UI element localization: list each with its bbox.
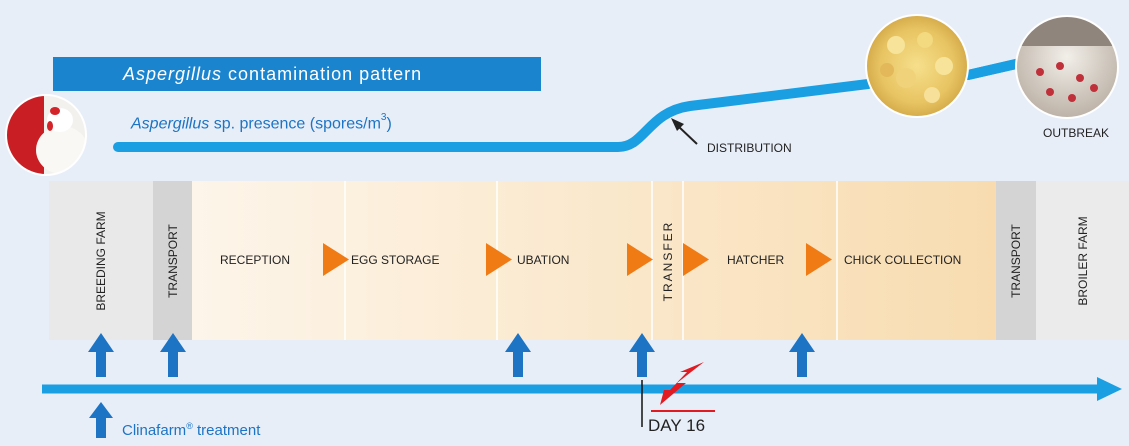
stage-label: BROILER FARM	[1075, 215, 1090, 306]
presence-superscript: 3	[380, 112, 387, 123]
process-arrow	[806, 243, 832, 276]
stage-label: TRANSPORT	[165, 223, 180, 298]
outbreak-label: OUTBREAK	[1043, 126, 1110, 140]
distribution-pointer-head	[671, 118, 684, 131]
distribution-label: DISTRIBUTION	[707, 141, 792, 155]
presence-close: )	[386, 115, 392, 133]
stage-label: TRANSFER	[661, 220, 675, 301]
stage-transport-1: TRANSPORT	[153, 181, 192, 340]
stage-label: TRANSPORT	[1009, 223, 1023, 298]
stage-broiler-farm: BROILER FARM	[1036, 181, 1129, 340]
stage-transport-1-bg	[153, 181, 192, 340]
photo-frame	[1015, 15, 1119, 119]
stage-transport-2: TRANSPORT	[996, 181, 1036, 340]
stage-transport-2-bg	[996, 181, 1036, 340]
timeline-arrowhead	[1097, 377, 1122, 401]
legend-arrow	[89, 402, 113, 438]
presence-genus: Aspergillus	[131, 115, 210, 133]
stage-egg-storage: EGG STORAGE	[351, 253, 440, 267]
treatment-arrow	[629, 333, 655, 377]
stage-reception: RECEPTION	[220, 253, 291, 267]
treatment-arrow	[505, 333, 531, 377]
treatment-arrow	[160, 333, 186, 377]
treatment-arrows	[88, 333, 815, 438]
day-16-label: DAY 16	[648, 416, 706, 435]
stage-transfer: TRANSFER	[653, 181, 683, 340]
process-arrow	[683, 243, 709, 276]
stage-incubation: UBATION	[517, 253, 570, 267]
title-banner: Aspergillus contamination pattern	[53, 57, 541, 91]
stage-breeding-farm: BREEDING FARM	[49, 181, 153, 340]
process-arrow	[627, 243, 653, 276]
photo-frame	[5, 94, 87, 176]
registered-mark: ®	[186, 421, 193, 431]
treatment-arrow	[789, 333, 815, 377]
stage-hatcher: HATCHER	[727, 253, 785, 267]
treatment-arrow	[88, 333, 114, 377]
process-arrow	[323, 243, 349, 276]
chicks-photo	[866, 15, 968, 117]
title-text: contamination pattern	[222, 64, 423, 84]
treatment-legend: Clinafarm® treatment	[122, 421, 260, 439]
treatment-name: Clinafarm	[122, 422, 187, 439]
process-arrow	[486, 243, 512, 276]
stage-chick-collection: CHICK COLLECTION	[844, 253, 962, 267]
stage-broiler-farm-bg	[1036, 181, 1129, 340]
stage-label: BREEDING FARM	[94, 210, 108, 311]
presence-text: sp. presence (spores/m	[209, 115, 381, 133]
stage-breeding-farm-bg	[49, 181, 153, 340]
treatment-rest: treatment	[192, 422, 261, 439]
distribution-pointer	[677, 125, 698, 145]
title-genus: Aspergillus	[123, 64, 223, 84]
presence-label: Aspergillus sp. presence (spores/m3)	[131, 112, 392, 133]
lightning-icon	[660, 362, 704, 405]
photo-frame	[865, 14, 969, 118]
